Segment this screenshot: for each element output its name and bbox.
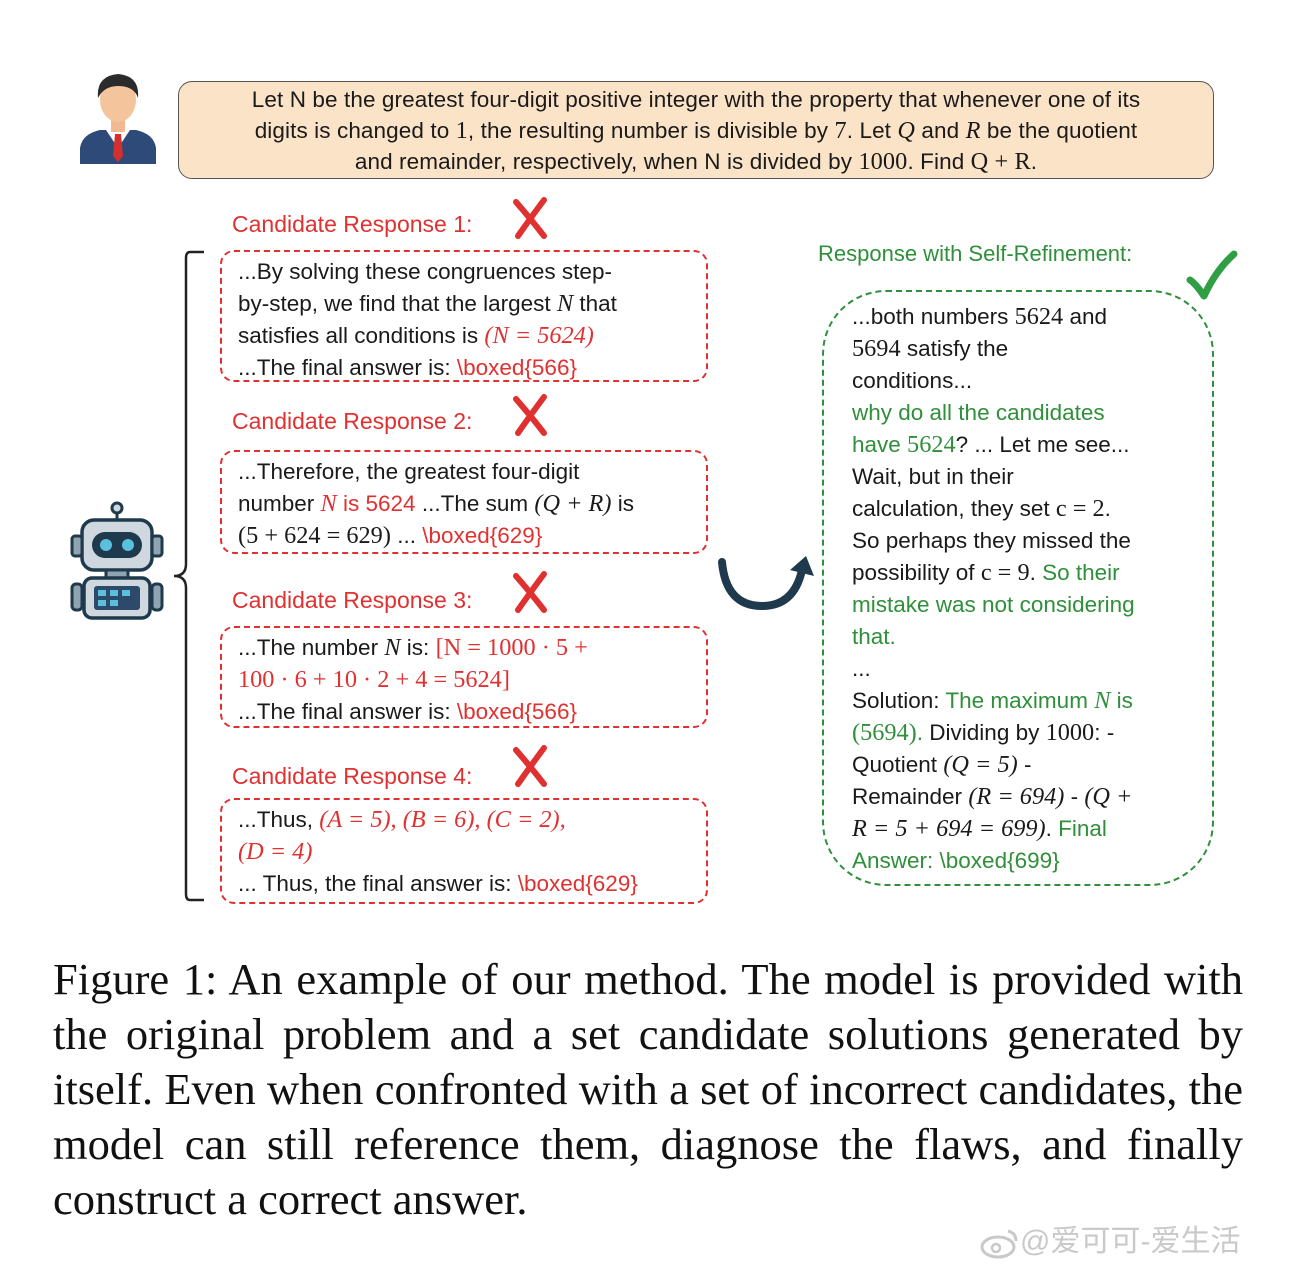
watermark: @爱可可-爱生活	[980, 1216, 1240, 1260]
candidate-3-label: Candidate Response 3:	[232, 587, 473, 613]
weibo-logo-icon	[980, 1229, 1018, 1259]
problem-line-1: Let N be the greatest four-digit positiv…	[251, 86, 1141, 112]
figure-caption: Figure 1: An example of our method. The …	[53, 954, 1243, 1224]
cross-mark-icon	[513, 571, 547, 613]
check-mark-icon	[1186, 250, 1238, 300]
candidate-3-box: ...The number N is: [N = 1000 · 5 + 100 …	[220, 626, 708, 728]
refinement-text: ...both numbers 5624 and 5694 satisfy th…	[852, 303, 1135, 873]
robot-icon	[70, 501, 164, 620]
cross-mark-icon	[513, 394, 547, 436]
problem-statement-box: Let N be the greatest four-digit positiv…	[178, 81, 1214, 179]
cross-mark-icon	[513, 745, 547, 787]
candidate-2-label: Candidate Response 2:	[232, 408, 473, 434]
candidate-1-box: ...By solving these congruences step- by…	[220, 250, 708, 382]
problem-line-3: and remainder, respectively, when N is d…	[354, 147, 1038, 175]
curved-arrow-icon	[718, 556, 814, 610]
refinement-box	[822, 290, 1214, 886]
person-avatar-icon	[80, 74, 156, 164]
cross-mark-icon	[513, 197, 547, 239]
candidates-bracket	[173, 250, 204, 902]
problem-line-2: digits is changed to 1, the resulting nu…	[254, 116, 1138, 144]
refinement-label: Response with Self-Refinement:	[818, 241, 1133, 266]
candidate-2-box: ...Therefore, the greatest four-digit nu…	[220, 450, 708, 554]
candidate-4-label: Candidate Response 4:	[232, 763, 473, 789]
candidate-1-label: Candidate Response 1:	[232, 211, 473, 237]
candidate-4-box: ...Thus, (A = 5), (B = 6), (C = 2), (D =…	[220, 798, 708, 904]
